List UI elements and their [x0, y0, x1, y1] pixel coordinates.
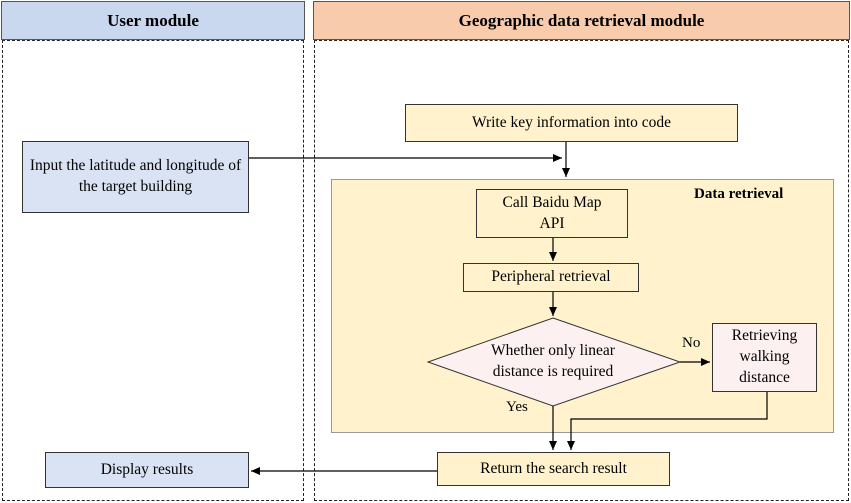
walking-distance-text: Retrieving walking distance [731, 327, 798, 386]
peripheral-retrieval-text: Peripheral retrieval [491, 268, 611, 286]
display-results-box: Display results [45, 452, 249, 488]
decision-text: Whether only linear distance is required [491, 342, 615, 380]
lane-header-user: User module [1, 1, 305, 40]
input-coordinates-text: Input the latitude and longitude of the … [29, 157, 242, 195]
peripheral-retrieval-box: Peripheral retrieval [463, 263, 639, 292]
return-result-box: Return the search result [437, 452, 670, 486]
data-retrieval-title: Data retrieval [694, 186, 784, 202]
write-key-text: Write key information into code [471, 113, 672, 131]
call-api-text: Call Baidu Map API [502, 193, 602, 232]
input-coordinates-box: Input the latitude and longitude of the … [22, 141, 249, 213]
lane-body-user [2, 40, 304, 501]
call-api-box: Call Baidu Map API [476, 189, 628, 238]
lane-header-geo: Geographic data retrieval module [313, 1, 850, 40]
write-key-box: Write key information into code [405, 104, 738, 142]
return-result-text: Return the search result [480, 459, 627, 477]
lane-title-user: User module [107, 10, 199, 30]
walking-distance-box: Retrieving walking distance [712, 323, 817, 392]
lane-title-geo: Geographic data retrieval module [458, 10, 705, 30]
lane-body-geo [314, 40, 849, 501]
edge-label-no: No [682, 335, 701, 351]
edge-label-yes: Yes [506, 399, 528, 415]
display-results-text: Display results [100, 460, 194, 478]
